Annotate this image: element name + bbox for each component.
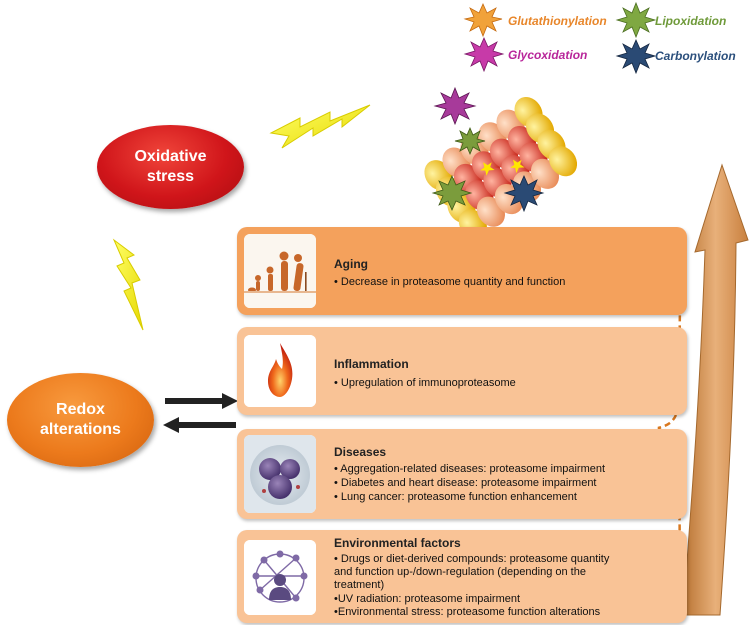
cell-image <box>244 435 316 513</box>
flame-icon <box>268 343 293 397</box>
legend-label-glycoxidation: Glycoxidation <box>508 48 588 62</box>
double-arrow-left <box>163 417 236 433</box>
oxidative-stress-line1: Oxidative <box>134 148 207 165</box>
diseases-line-1: • Aggregation-related diseases: proteaso… <box>334 463 606 475</box>
oxidative-stress-line2: stress <box>146 168 195 185</box>
inflammation-title: Inflammation <box>334 357 409 371</box>
lightning-bolt-horizontal <box>269 104 371 149</box>
double-arrow-right <box>165 393 238 409</box>
legend-label-carbonylation: Carbonylation <box>655 49 736 63</box>
redox-line1: Redox <box>56 401 105 418</box>
aging-title: Aging <box>334 257 368 271</box>
legend-star-magenta <box>463 37 505 73</box>
dashed-bracket <box>651 228 682 616</box>
legend-label-glutathionylation: Glutathionylation <box>508 14 607 28</box>
lightning-bolt-vertical <box>112 238 144 331</box>
redox-alterations-node: Redox alterations <box>7 373 154 467</box>
environmental-line-2: and function up-/down-regulation (depend… <box>334 566 586 578</box>
person-icon <box>269 574 291 600</box>
network-person-image <box>244 540 316 615</box>
flame-image <box>244 335 316 407</box>
inflammation-line-1: • Upregulation of immunoproteasome <box>334 377 516 389</box>
redox-line2: alterations <box>40 421 121 438</box>
curved-arrow <box>682 163 749 616</box>
environmental-line-1: • Drugs or diet-derived compounds: prote… <box>334 553 610 565</box>
legend-star-orange <box>463 3 503 38</box>
diseases-line-2: • Diabetes and heart disease: proteasome… <box>334 477 597 489</box>
legend-star-green <box>615 1 657 39</box>
panel-environmental: Environmental factors • Drugs or diet-de… <box>237 530 687 623</box>
panel-inflammation: Inflammation • Upregulation of immunopro… <box>237 327 687 415</box>
environmental-title: Environmental factors <box>334 536 461 550</box>
aging-line-1: • Decrease in proteasome quantity and fu… <box>334 276 566 288</box>
panel-aging: Aging • Decrease in proteasome quantity … <box>237 227 687 315</box>
diseases-title: Diseases <box>334 445 387 459</box>
environmental-line-5: •Environmental stress: proteasome functi… <box>334 606 601 618</box>
proteasome-illustration <box>424 86 578 240</box>
panel-diseases: Diseases • Aggregation-related diseases:… <box>237 429 687 519</box>
aging-image <box>244 234 316 308</box>
legend-star-navy <box>615 39 657 75</box>
oxidative-stress-node: Oxidative stress <box>97 125 244 209</box>
diseases-line-3: • Lung cancer: proteasome function enhan… <box>334 491 577 503</box>
legend-label-lipoxidation: Lipoxidation <box>655 14 727 28</box>
environmental-line-3: treatment) <box>334 579 385 591</box>
environmental-line-4: •UV radiation: proteasome impairment <box>334 593 521 605</box>
